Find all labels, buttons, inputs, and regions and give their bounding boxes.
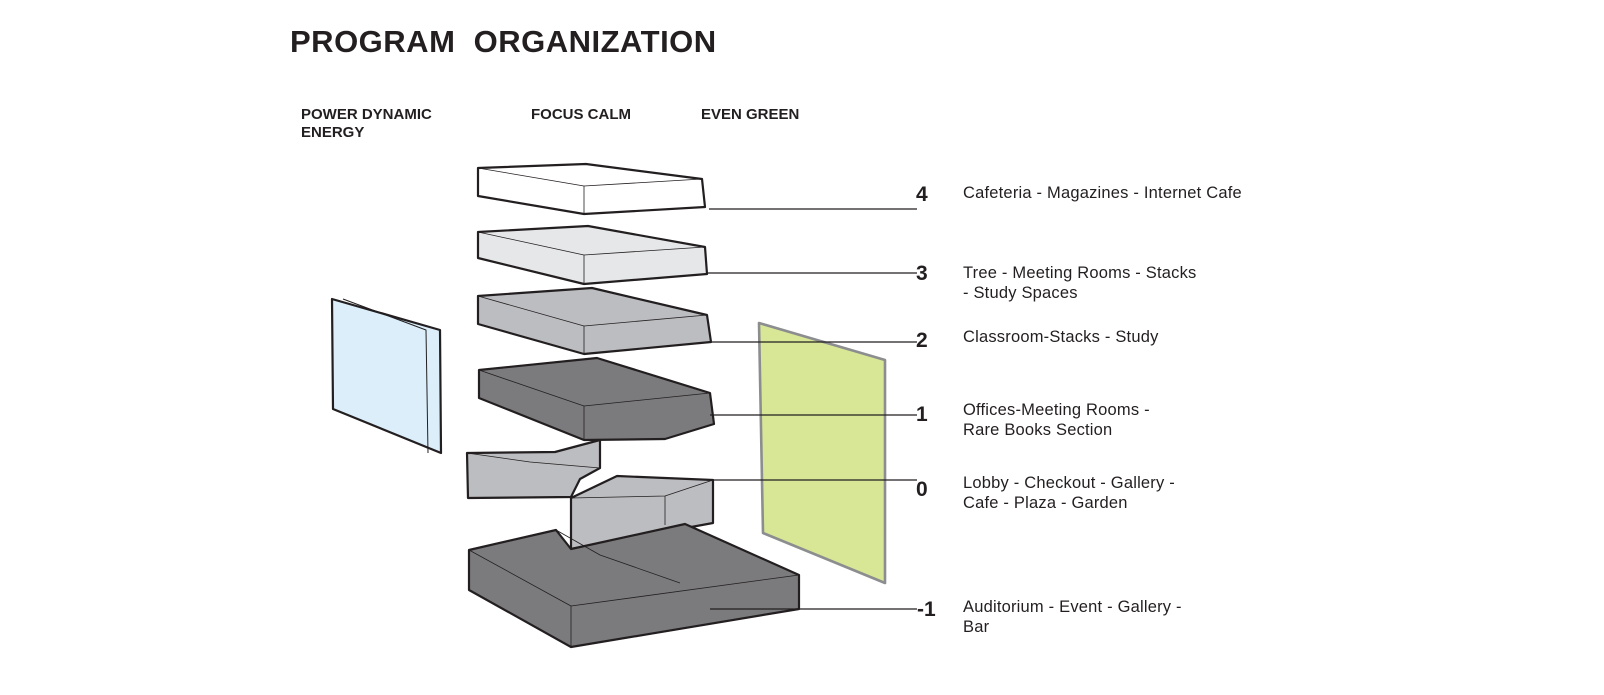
slab-level-1 xyxy=(477,356,716,442)
slab-level-minus-1 xyxy=(467,522,801,649)
slab-level-3 xyxy=(476,224,709,286)
label-power-dynamic-energy: POWER DYNAMIC ENERGY xyxy=(301,106,432,141)
level-description-2: Classroom-Stacks - Study xyxy=(963,328,1159,346)
level-description-3: Tree - Meeting Rooms - Stacks - Study Sp… xyxy=(963,264,1197,302)
level-number-0: 0 xyxy=(916,478,928,501)
light-blue-panel xyxy=(330,297,443,455)
slab-level-2 xyxy=(476,286,713,356)
slab-level-0 xyxy=(465,438,715,551)
level-description-minus-1: Auditorium - Event - Gallery - Bar xyxy=(963,598,1182,636)
level-description-1: Offices-Meeting Rooms - Rare Books Secti… xyxy=(963,401,1150,439)
level-number-3: 3 xyxy=(916,262,928,285)
level-description-4: Cafeteria - Magazines - Internet Cafe xyxy=(963,184,1242,202)
level-number-1: 1 xyxy=(916,403,928,426)
level-description-0: Lobby - Checkout - Gallery - Cafe - Plaz… xyxy=(963,474,1175,512)
diagram-title: PROGRAM ORGANIZATION xyxy=(290,24,717,59)
level-number-minus-1: -1 xyxy=(917,598,936,621)
level-number-2: 2 xyxy=(916,329,928,352)
slab-level-4 xyxy=(476,162,707,216)
level-number-4: 4 xyxy=(916,183,928,206)
green-panel xyxy=(757,321,887,585)
label-even-green: EVEN GREEN xyxy=(701,106,800,123)
label-focus-calm: FOCUS CALM xyxy=(531,106,631,123)
